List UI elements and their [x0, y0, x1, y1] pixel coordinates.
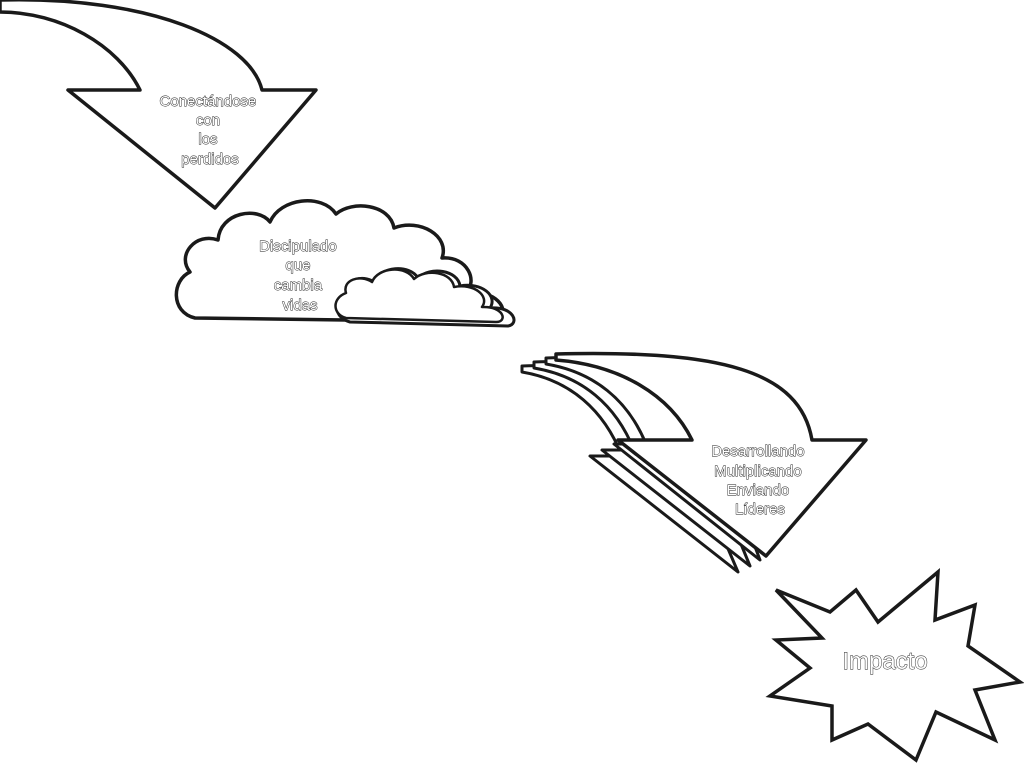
- step-discipleship-cloud: Discipulado que cambia vidas: [174, 199, 516, 328]
- leaders-line-4: Líderes: [735, 501, 785, 518]
- connecting-line-3: los: [198, 131, 217, 148]
- discipleship-line-3: cambia: [274, 277, 323, 294]
- leaders-arrow-shape-1: [554, 351, 868, 558]
- leaders-label: Desarrollando Multiplicando Enviando Líd…: [711, 443, 809, 518]
- connecting-line-4: perdidos: [181, 151, 239, 168]
- leaders-line-2: Multiplicando: [714, 463, 802, 480]
- discipleship-line-2: que: [285, 257, 310, 274]
- discipleship-label: Discipulado que cambia vidas: [259, 238, 341, 314]
- impact-label: Impacto: [842, 648, 927, 675]
- connecting-arrow-shape: [0, 0, 318, 210]
- discipleship-line-4: vidas: [282, 297, 317, 314]
- cloud-inner-shape-front: [334, 268, 504, 324]
- leaders-line-1: Desarrollando: [711, 443, 804, 460]
- connecting-line-1: Conectándose: [160, 93, 257, 110]
- connecting-label: Conectándose con los perdidos: [160, 93, 261, 168]
- step-connecting-arrow: Conectándose con los perdidos: [0, 0, 318, 210]
- starburst-shape: [765, 568, 1024, 763]
- leaders-line-3: Enviando: [727, 482, 790, 499]
- step-impact-starburst: Impacto: [765, 568, 1024, 763]
- discipleship-line-1: Discipulado: [259, 238, 337, 255]
- step-leaders-arrows: Desarrollando Multiplicando Enviando Líd…: [520, 351, 868, 574]
- connecting-line-2: con: [196, 112, 220, 129]
